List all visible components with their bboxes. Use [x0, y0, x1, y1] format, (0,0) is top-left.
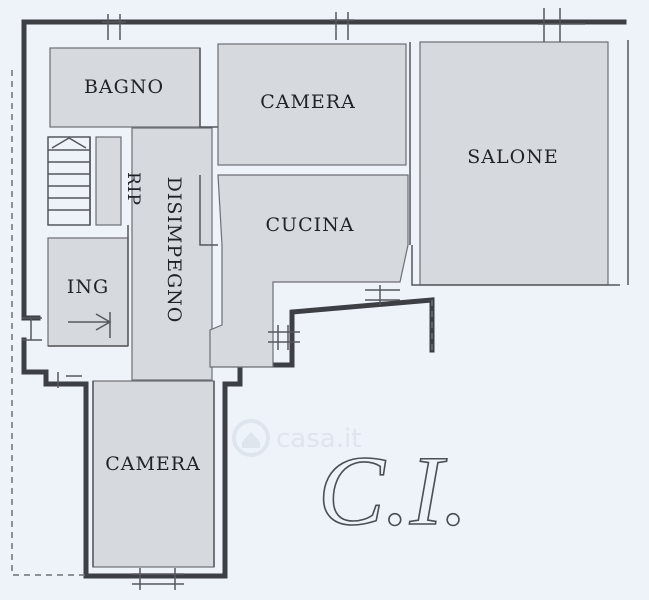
- room-disimpegno: [131, 127, 213, 381]
- label-bagno: BAGNO: [84, 76, 164, 98]
- outer-dashed-boundary: [11, 70, 86, 576]
- label-disimpegno: DISIMPEGNO: [163, 177, 185, 324]
- label-rip: RIP: [123, 172, 143, 206]
- brand-watermark: casa.it: [276, 424, 361, 454]
- label-ing: ING: [67, 276, 109, 298]
- room-rip: [95, 136, 122, 226]
- room-ing: [47, 237, 129, 347]
- interior-walls: [48, 40, 629, 567]
- staircase: [47, 136, 91, 226]
- house-icon: [232, 419, 270, 457]
- monogram: C.I.: [318, 435, 468, 546]
- label-camera-top: CAMERA: [260, 91, 356, 113]
- room-camera-bottom: [92, 380, 215, 568]
- window-marks: [22, 8, 585, 590]
- room-cucina: [209, 174, 409, 368]
- house-roof-icon: [242, 432, 260, 448]
- room-bagno: [49, 47, 201, 128]
- room-camera-top: [217, 43, 407, 166]
- label-cucina: CUCINA: [266, 214, 355, 236]
- label-salone: SALONE: [467, 146, 558, 168]
- casa-watermark: casa.it: [232, 419, 361, 457]
- entrance-arrow: [68, 312, 112, 338]
- label-camera-bottom: CAMERA: [105, 453, 201, 475]
- room-salone: [419, 41, 609, 286]
